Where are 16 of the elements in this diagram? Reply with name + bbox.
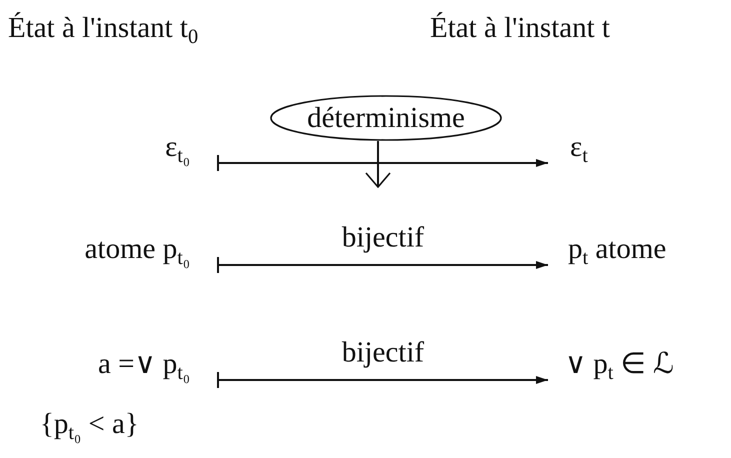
maps-to-arrow [217, 371, 548, 389]
math-expression: p$_{t}$ atome [548, 230, 731, 274]
maps-to-arrow [217, 256, 548, 274]
set-expression: {p$_{t₀}$ < a} [40, 410, 139, 444]
column-heading: État à l'instant t [430, 14, 610, 43]
implication-arrow [365, 141, 391, 188]
math-expression: ε$_{t}$ [548, 128, 648, 172]
circled-term: déterminisme [270, 95, 502, 141]
math-expression: a =∨ p$_{t₀}$ [0, 345, 218, 389]
edge-label: bijectif [338, 338, 428, 368]
maps-to-arrow [217, 154, 548, 172]
math-expression: ε$_{t₀}$ [0, 128, 218, 172]
column-heading: État à l'instant t$_{0}$ [8, 14, 198, 48]
math-expression: ∨ p$_{t}$ ∈ ℒ [548, 345, 731, 389]
edge-label: bijectif [338, 224, 428, 252]
math-expression: atome p$_{t₀}$ [0, 230, 218, 274]
